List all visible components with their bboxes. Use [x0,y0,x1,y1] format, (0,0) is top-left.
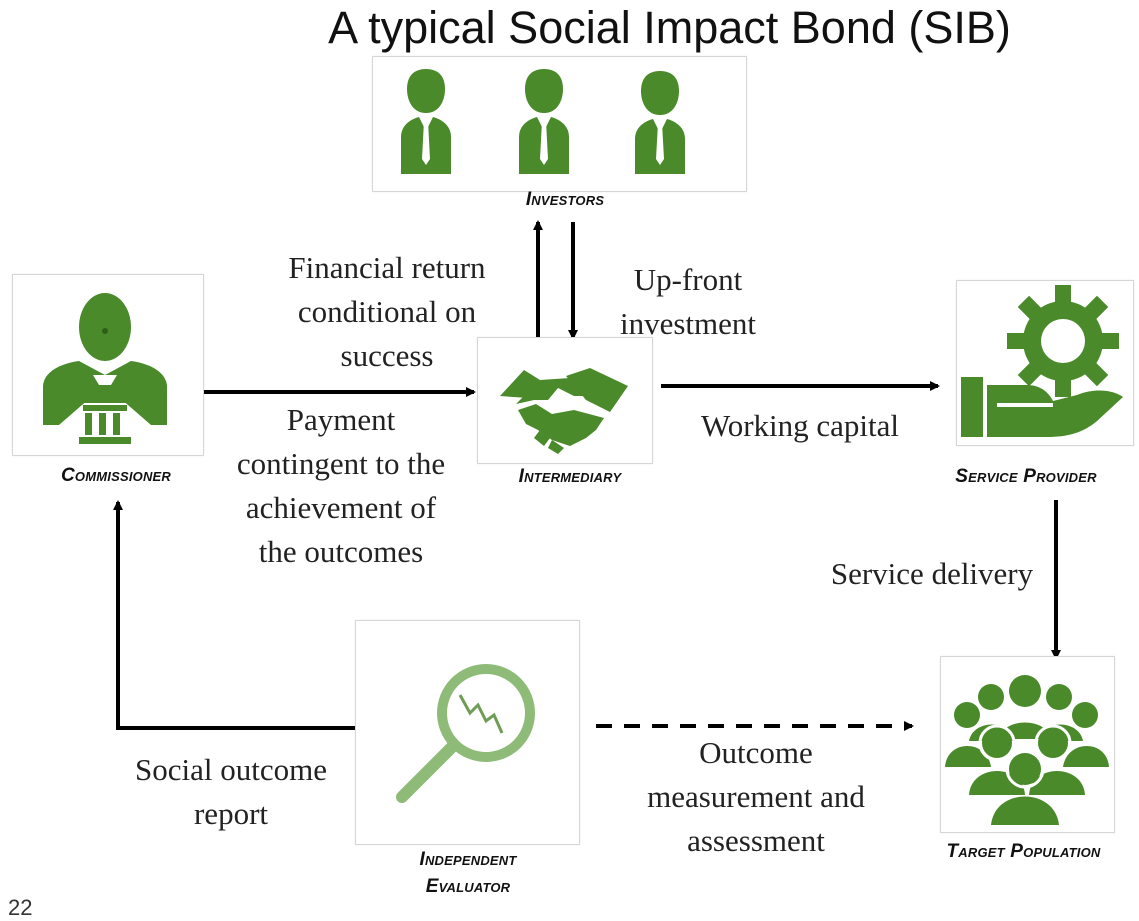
target-population-box [940,656,1115,833]
crowd-icon [945,675,1109,825]
target-population-label: Target Population [946,841,1101,862]
commissioner-box [12,274,204,456]
flow-label-payment: Payment contingent to the achievement of… [236,402,446,569]
commissioner-label: Commissioner [60,465,172,486]
intermediary-box [477,337,653,464]
investors-label: Investors [525,189,605,210]
flow-label-working-capital: Working capital [700,408,900,443]
flow-label-outcome-measurement: Outcome measurement and assessment [647,735,865,858]
intermediary-label: Intermediary [518,466,622,487]
service-provider-label: Service Provider [955,466,1097,487]
investors-box [372,56,747,192]
flow-label-social-outcome-report: Social outcome report [135,752,327,831]
independent-evaluator-box [355,620,580,845]
investors-icon [401,69,685,174]
flow-label-upfront-investment: Up-front investment [619,262,757,341]
handshake-icon [500,368,628,454]
page-number: 22 [8,895,33,920]
magnifier-icon [396,664,535,803]
page-title: A typical Social Impact Bond (SIB) [328,2,1011,53]
gear-hand-icon [961,285,1123,437]
service-provider-box [956,280,1134,446]
flow-label-service-delivery: Service delivery [830,556,1034,591]
arrow-social-outcome-report [113,500,355,730]
flow-label-financial-return: Financial return conditional on success [288,250,486,373]
commissioner-icon [43,293,167,444]
independent-evaluator-label: Independent Evaluator [419,849,517,897]
